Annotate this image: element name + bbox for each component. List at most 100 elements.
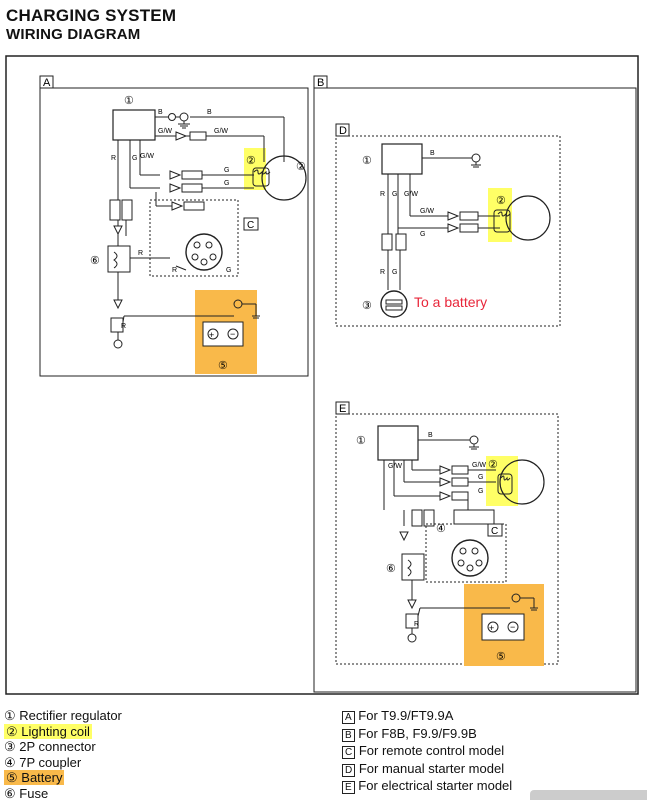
- callout-1-d: ①: [362, 155, 372, 167]
- diagram-stroke: [440, 492, 450, 500]
- legend-model-c: C For remote control model: [342, 743, 512, 761]
- diagram-stroke: [206, 242, 212, 248]
- callout-2-d: ②: [496, 195, 506, 207]
- diagram-stroke: [454, 510, 494, 524]
- wire-label-b: B: [430, 150, 435, 157]
- rectifier-regulator-d: [382, 144, 422, 174]
- diagram-stroke: [110, 200, 120, 220]
- panel-c-label-e: C: [491, 526, 498, 537]
- wire-label-b: B: [428, 432, 433, 439]
- callout-1-a: ①: [124, 95, 134, 107]
- diagram-stroke: [396, 234, 406, 250]
- rectifier-regulator-a: [113, 110, 155, 140]
- panel-a-label: A: [43, 77, 51, 89]
- diagram-stroke: [476, 560, 482, 566]
- diagram-stroke: [182, 184, 202, 192]
- wire-label-r: R: [138, 250, 143, 257]
- wire-label-g: G: [392, 269, 397, 276]
- wire-label-gw: G/W: [404, 191, 418, 198]
- legend-components: ① Rectifier regulator ② Lighting coil ③ …: [4, 708, 122, 801]
- diagram-stroke: [176, 266, 186, 270]
- diagram-stroke: [176, 132, 186, 140]
- callout-4: ④: [436, 523, 446, 535]
- wire-label-g: G: [478, 488, 483, 495]
- diagram-stroke: [452, 478, 468, 486]
- diagram-stroke: [114, 226, 122, 234]
- diagram-stroke: [170, 184, 180, 192]
- diagram-stroke: [472, 154, 480, 162]
- wire-label-r: R: [121, 323, 126, 330]
- diagram-stroke: [460, 224, 478, 232]
- diagram-stroke: −: [230, 329, 235, 339]
- legend-item-5: ⑤ Battery: [4, 770, 122, 786]
- diagram-stroke: [180, 113, 188, 121]
- callout-2-e: ②: [488, 459, 498, 471]
- wire-label-g: G: [478, 474, 483, 481]
- diagram-stroke: [452, 492, 468, 500]
- diagram-stroke: [448, 212, 458, 220]
- diagram-stroke: [123, 316, 124, 322]
- rectifier-regulator-e: [378, 426, 418, 460]
- callout-3: ③: [362, 300, 372, 312]
- diagram-stroke: [440, 478, 450, 486]
- wire-label-g: G: [420, 231, 425, 238]
- wire-label-gw: G/W: [140, 153, 154, 160]
- wire-label-r: R: [111, 155, 116, 162]
- panel-b-label: B: [317, 77, 324, 89]
- diagram-stroke: [192, 254, 198, 260]
- legend-item-6: ⑥ Fuse: [4, 786, 122, 801]
- diagram-stroke: [460, 212, 478, 220]
- legend-model-b: B For F8B, F9.9/F9.9B: [342, 726, 512, 744]
- diagram-stroke: [460, 548, 466, 554]
- diagram-stroke: [114, 340, 122, 348]
- wire-label-gw: G/W: [420, 208, 434, 215]
- callout-1-e: ①: [356, 435, 366, 447]
- legend-item-3: ③ 2P connector: [4, 739, 122, 755]
- panel-e-label: E: [339, 403, 346, 415]
- diagram-stroke: [122, 200, 132, 220]
- legend-item-1: ① Rectifier regulator: [4, 708, 122, 724]
- diagram-stroke: [408, 634, 416, 642]
- callout-5-e: ⑤: [496, 651, 506, 663]
- callout-6-a: ⑥: [90, 255, 100, 267]
- callout-6-e: ⑥: [386, 563, 396, 575]
- wire-label-gw: G/W: [158, 128, 172, 135]
- legend-item-4: ④ 7P coupler: [4, 755, 122, 771]
- wire-label-r: R: [172, 267, 177, 274]
- diagram-stroke: [184, 202, 204, 210]
- diagram-stroke: [400, 532, 408, 540]
- panel-a-frame: [40, 88, 308, 376]
- wire-label-b: B: [158, 109, 163, 116]
- diagram-stroke: [190, 132, 206, 140]
- callout-2-a: ②: [246, 155, 256, 167]
- legend-model-e: E For electrical starter model: [342, 778, 512, 796]
- diagram-stroke: [412, 510, 422, 526]
- diagram-stroke: [440, 466, 450, 474]
- diagram-stroke: [201, 259, 207, 265]
- wire-label-gw: G/W: [214, 128, 228, 135]
- wire-label-r: R: [380, 269, 385, 276]
- legend-model-d: D For manual starter model: [342, 761, 512, 779]
- diagram-stroke: [418, 608, 420, 616]
- panel-c-label-a: C: [247, 220, 254, 231]
- legend-model-a: A For T9.9/FT9.9A: [342, 708, 512, 726]
- wire-label-g: G: [226, 267, 231, 274]
- diagram-stroke: [172, 202, 182, 210]
- diagram-stroke: [382, 234, 392, 250]
- diagram-stroke: [458, 560, 464, 566]
- diagram-stroke: [452, 466, 468, 474]
- wire-label-gw: G/W: [472, 462, 486, 469]
- diagram-stroke: [114, 300, 122, 308]
- panel-d-label: D: [339, 125, 347, 137]
- wire-label-g: G: [392, 191, 397, 198]
- callout-5-a: ⑤: [218, 360, 228, 372]
- to-battery-annotation: To a battery: [414, 294, 487, 310]
- diagram-stroke: +: [489, 623, 494, 633]
- callout-2-a2: ②: [296, 161, 306, 173]
- legend-item-2: ② Lighting coil: [4, 724, 122, 740]
- diagram-stroke: [408, 600, 416, 608]
- wire-label-b: B: [207, 109, 212, 116]
- legend-models: A For T9.9/FT9.9A B For F8B, F9.9/F9.9B …: [342, 708, 512, 796]
- ground-ring: [169, 114, 176, 121]
